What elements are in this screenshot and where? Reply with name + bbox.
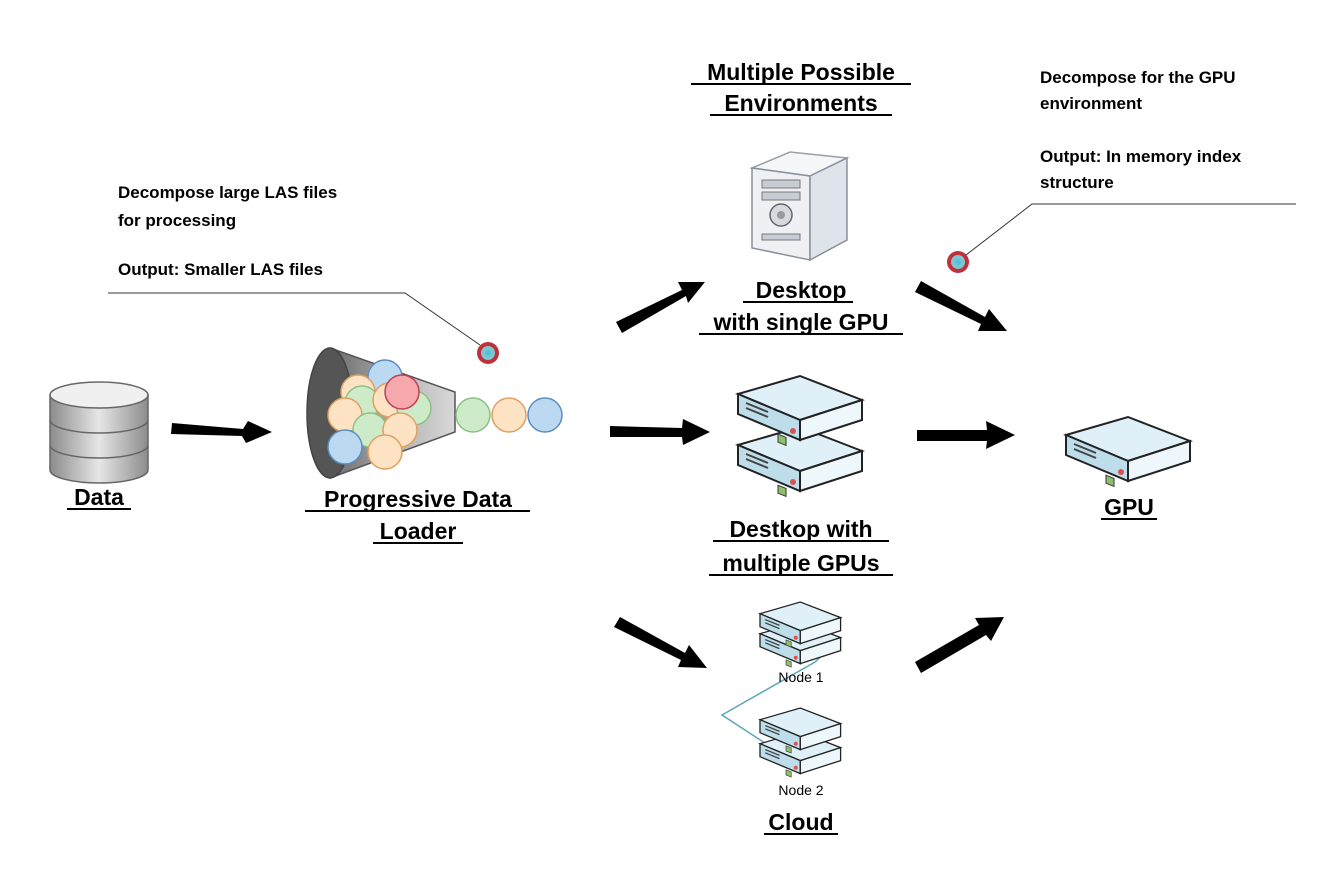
loader-note-line-1: Decompose large LAS files [118, 183, 337, 202]
gpu-server-icon [1065, 416, 1191, 488]
arrow-loader-to-desktop-multi [610, 419, 710, 445]
database-icon [49, 381, 149, 484]
arrow-desktop-multi-to-gpu [917, 421, 1015, 449]
gpu-note-marker-icon [947, 251, 969, 273]
gpu-note-leader-line [965, 203, 1296, 256]
loader-label-line-1: Progressive Data [324, 486, 512, 512]
arrow-loader-to-desktop-single [616, 282, 705, 333]
loader-note-line-3: Output: Smaller LAS files [118, 260, 323, 279]
gpu-note-line-1: Decompose for the GPU [1040, 68, 1236, 87]
loader-note-marker-icon [477, 342, 499, 364]
multi-gpu-server-stack-icon [737, 375, 863, 498]
desktop-tower-icon [749, 151, 850, 262]
loader-note-line-2: for processing [118, 211, 236, 230]
arrow-desktop-single-to-gpu [915, 281, 1007, 331]
gpu-note-line-2: environment [1040, 94, 1142, 113]
cloud-node-2-label: Node 2 [778, 782, 823, 798]
gpu-label: GPU [1104, 494, 1154, 520]
desktop-single-label-line-2: with single GPU [712, 309, 888, 335]
arrow-data-to-loader [171, 421, 272, 443]
desktop-single-label-line-1: Desktop [756, 277, 847, 303]
loader-label-line-2: Loader [380, 518, 457, 544]
desktop-multi-label-line-2: multiple GPUs [722, 550, 879, 576]
cloud-node-1-server-icon [759, 601, 842, 668]
loader-note-leader-line [108, 292, 481, 346]
cloud-node-1-label: Node 1 [778, 669, 823, 685]
arrow-cloud-to-gpu [915, 617, 1004, 673]
desktop-multi-label-line-1: Destkop with [729, 516, 872, 542]
funnel-icon [306, 346, 563, 480]
gpu-note-line-4: structure [1040, 173, 1114, 192]
cloud-label: Cloud [768, 809, 833, 835]
cloud-node-2-server-icon [759, 707, 842, 778]
data-label: Data [74, 484, 124, 510]
environments-title-line-1: Multiple Possible [707, 59, 895, 85]
environments-title-line-2: Environments [724, 90, 877, 116]
arrow-loader-to-cloud [614, 617, 707, 668]
gpu-note-line-3: Output: In memory index [1040, 147, 1242, 166]
